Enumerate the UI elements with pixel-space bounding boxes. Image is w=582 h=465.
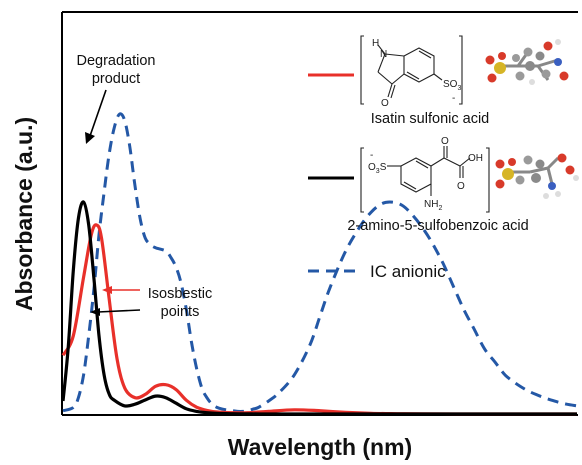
isatin-so3-main: SO [443,79,458,90]
legend-label-ic: IC anionic [370,262,446,281]
amino-o-label: O [441,136,449,147]
isatin-o-label: O [381,98,389,109]
isatin-charge-label: - [452,93,455,104]
legend: H N O SO3 - Isatin sulfonic acid [308,35,579,281]
isosbestic-arrowhead-red [102,286,112,294]
series-line-1 [61,200,577,416]
amino-charge-label: - [370,150,373,161]
isatin-so3-sub: 3 [457,85,461,92]
y-axis-title: Absorbance (a.u.) [11,117,37,311]
isosbestic-label-line1: Isosbestic [148,286,212,302]
isosbestic-annotation: Isosbestic points [90,286,212,320]
degradation-label-line1: Degradation [77,53,156,69]
amino-nh2-main: NH [424,199,438,210]
series-line-2 [62,112,578,413]
amino-so3-o: O [368,162,376,173]
series-layer [61,112,578,416]
degradation-arrowhead [85,132,95,144]
amino-nh2-label: NH2 [424,199,442,212]
amino-structure [360,146,490,213]
isatin-3d-model [485,39,569,85]
legend-label-amino: 2-amino-5-sulfobenzoic acid [347,218,528,234]
isosbestic-label-line2: points [161,304,200,320]
x-axis-title: Wavelength (nm) [228,434,412,460]
legend-label-isatin: Isatin sulfonic acid [371,111,489,127]
degradation-label-line2: product [92,71,140,87]
isatin-n-label: N [380,49,387,60]
amino-so3-s: S [380,162,387,173]
amino-3d-model [495,153,579,199]
isosbestic-arrowhead-black [90,308,100,316]
degradation-annotation: Degradation product [77,53,156,144]
degradation-arrow [89,89,107,137]
isatin-structure [360,35,463,105]
amino-so3-label: O3S [368,162,387,175]
amino-o2-label: O [457,181,465,192]
amino-nh2-sub: 2 [438,205,442,212]
isatin-h-label: H [372,38,379,49]
isosbestic-arrow-black [97,309,141,313]
amino-oh-label: OH [468,153,483,164]
amino-so3-sub: 3 [376,168,380,175]
isatin-so3-label: SO3 [443,79,461,92]
